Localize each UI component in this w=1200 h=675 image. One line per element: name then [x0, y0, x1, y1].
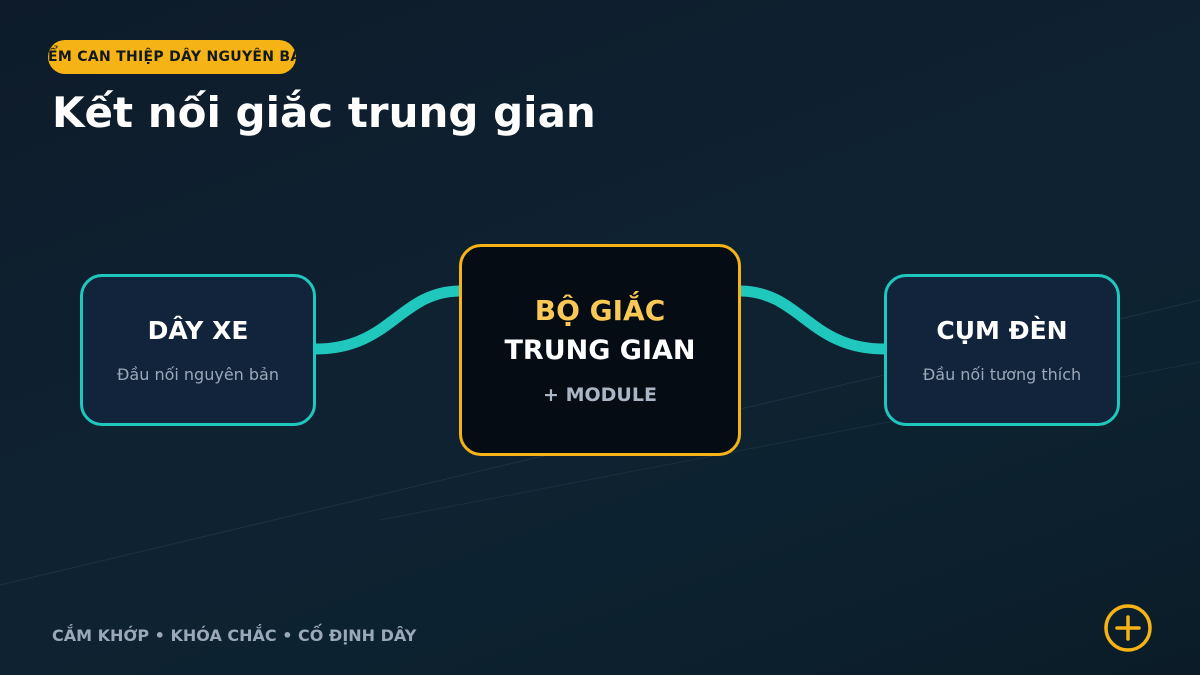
node-adapter-subtitle: TRUNG GIAN	[504, 335, 696, 366]
node-light-assembly: CỤM ĐÈN Đầu nối tương thích	[884, 274, 1120, 426]
node-light-assembly-desc: Đầu nối tương thích	[922, 365, 1082, 384]
section-badge-label: ĐIỂM CAN THIỆP DÂY NGUYÊN BẢN	[48, 49, 296, 65]
page-title: Kết nối giắc trung gian	[52, 88, 596, 137]
plus-circle-icon[interactable]	[1104, 604, 1152, 652]
node-adapter-module: + MODULE	[543, 384, 657, 406]
wire-left	[310, 285, 465, 355]
footer-steps: CẮM KHỚP • KHÓA CHẮC • CỐ ĐỊNH DÂY	[52, 626, 417, 645]
section-badge: ĐIỂM CAN THIỆP DÂY NGUYÊN BẢN	[48, 40, 296, 74]
node-adapter-harness: BỘ GIẮC TRUNG GIAN + MODULE	[459, 244, 741, 456]
node-vehicle-wire-desc: Đầu nối nguyên bản	[117, 365, 279, 384]
wire-right	[735, 285, 890, 355]
node-vehicle-wire: DÂY XE Đầu nối nguyên bản	[80, 274, 316, 426]
node-light-assembly-name: CỤM ĐÈN	[936, 316, 1068, 345]
node-adapter-title: BỘ GIẮC	[534, 294, 666, 327]
node-vehicle-wire-name: DÂY XE	[147, 316, 249, 345]
